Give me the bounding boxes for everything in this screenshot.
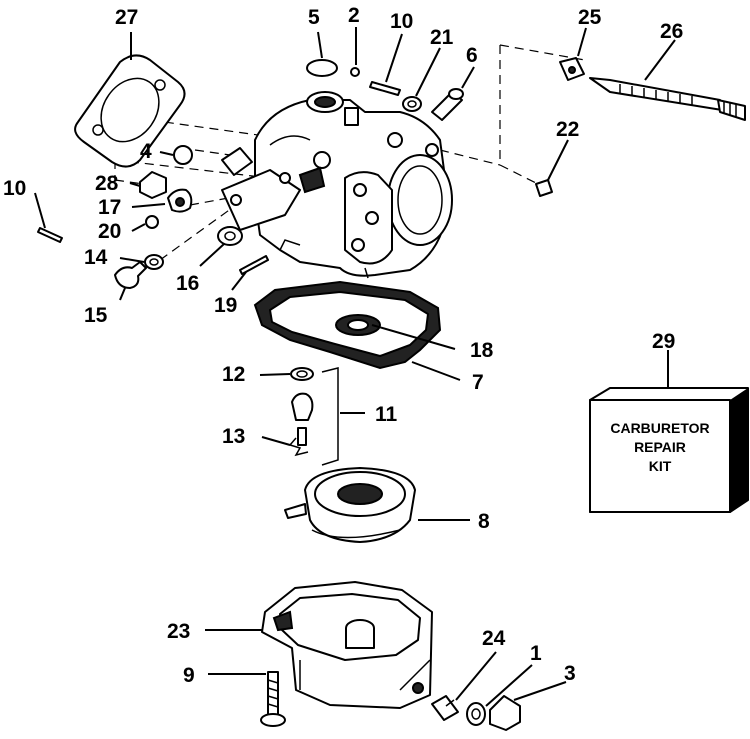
float-valve-parts: [288, 367, 339, 466]
callout-4: 4: [140, 140, 152, 163]
plug-3: [489, 695, 521, 731]
float-bowl: [261, 581, 433, 709]
valve-seat: [291, 392, 314, 421]
washer-21: [402, 96, 422, 112]
callout-3: 3: [564, 662, 576, 685]
leader-lines: [34, 27, 676, 707]
lower-small-parts: [260, 671, 521, 731]
pin-10-upper: [369, 81, 401, 96]
callout-11: 11: [375, 403, 398, 426]
washer-12: [290, 367, 314, 381]
washer-14: [144, 254, 164, 270]
upper-small-parts: [173, 57, 746, 197]
callout-7: 7: [472, 371, 484, 394]
callout-12: 12: [222, 363, 245, 386]
nut-28: [139, 171, 167, 199]
callout-28: 28: [95, 172, 119, 195]
callout-6: 6: [466, 44, 478, 67]
screw-15: [114, 261, 147, 289]
callout-22: 22: [556, 118, 579, 141]
callout-29: 29: [652, 330, 675, 353]
kit-label-line2: REPAIR: [634, 439, 686, 455]
callout-15: 15: [84, 304, 108, 327]
carburetor-body: [221, 91, 453, 279]
screw-9: [267, 671, 279, 716]
callout-21: 21: [430, 26, 454, 49]
callout-14: 14: [84, 246, 108, 269]
callout-1: 1: [530, 642, 542, 665]
kit-label-line3: KIT: [649, 458, 672, 474]
float: [284, 467, 416, 543]
callout-13: 13: [222, 425, 245, 448]
bowl-gasket: [253, 280, 442, 370]
callout-26: 26: [660, 20, 683, 43]
flange-gasket: [74, 54, 186, 168]
callout-9: 9: [183, 664, 195, 687]
callout-labels: 27 5 2 10 21 6 25 26 22 4 10 28 17 20 14…: [3, 4, 683, 687]
callout-17: 17: [98, 196, 121, 219]
callout-18: 18: [470, 339, 494, 362]
plug-5: [306, 59, 338, 77]
ball-20: [145, 215, 159, 229]
ball-4: [173, 145, 193, 165]
callout-8: 8: [478, 510, 490, 533]
screw-22: [535, 179, 553, 197]
washer-16: [217, 226, 243, 246]
callout-23: 23: [167, 620, 190, 643]
pin-19: [239, 255, 269, 275]
ball-2: [350, 67, 360, 77]
repair-kit-box: CARBURETOR REPAIR KIT: [589, 387, 749, 513]
float-pin-11: [321, 367, 339, 466]
callout-25: 25: [578, 6, 602, 29]
callout-5: 5: [308, 6, 320, 29]
callout-27: 27: [115, 6, 138, 29]
left-small-parts: [37, 171, 269, 289]
callout-19: 19: [214, 294, 237, 317]
callout-2: 2: [348, 4, 360, 27]
callout-16: 16: [176, 272, 199, 295]
callout-20: 20: [98, 220, 121, 243]
callout-10-upper: 10: [390, 10, 413, 33]
callout-24: 24: [482, 627, 506, 650]
kit-label-line1: CARBURETOR: [610, 420, 709, 436]
pin-10-left: [37, 227, 63, 243]
callout-10-left: 10: [3, 177, 26, 200]
jet-24: [431, 695, 459, 721]
washer-1: [466, 702, 486, 726]
